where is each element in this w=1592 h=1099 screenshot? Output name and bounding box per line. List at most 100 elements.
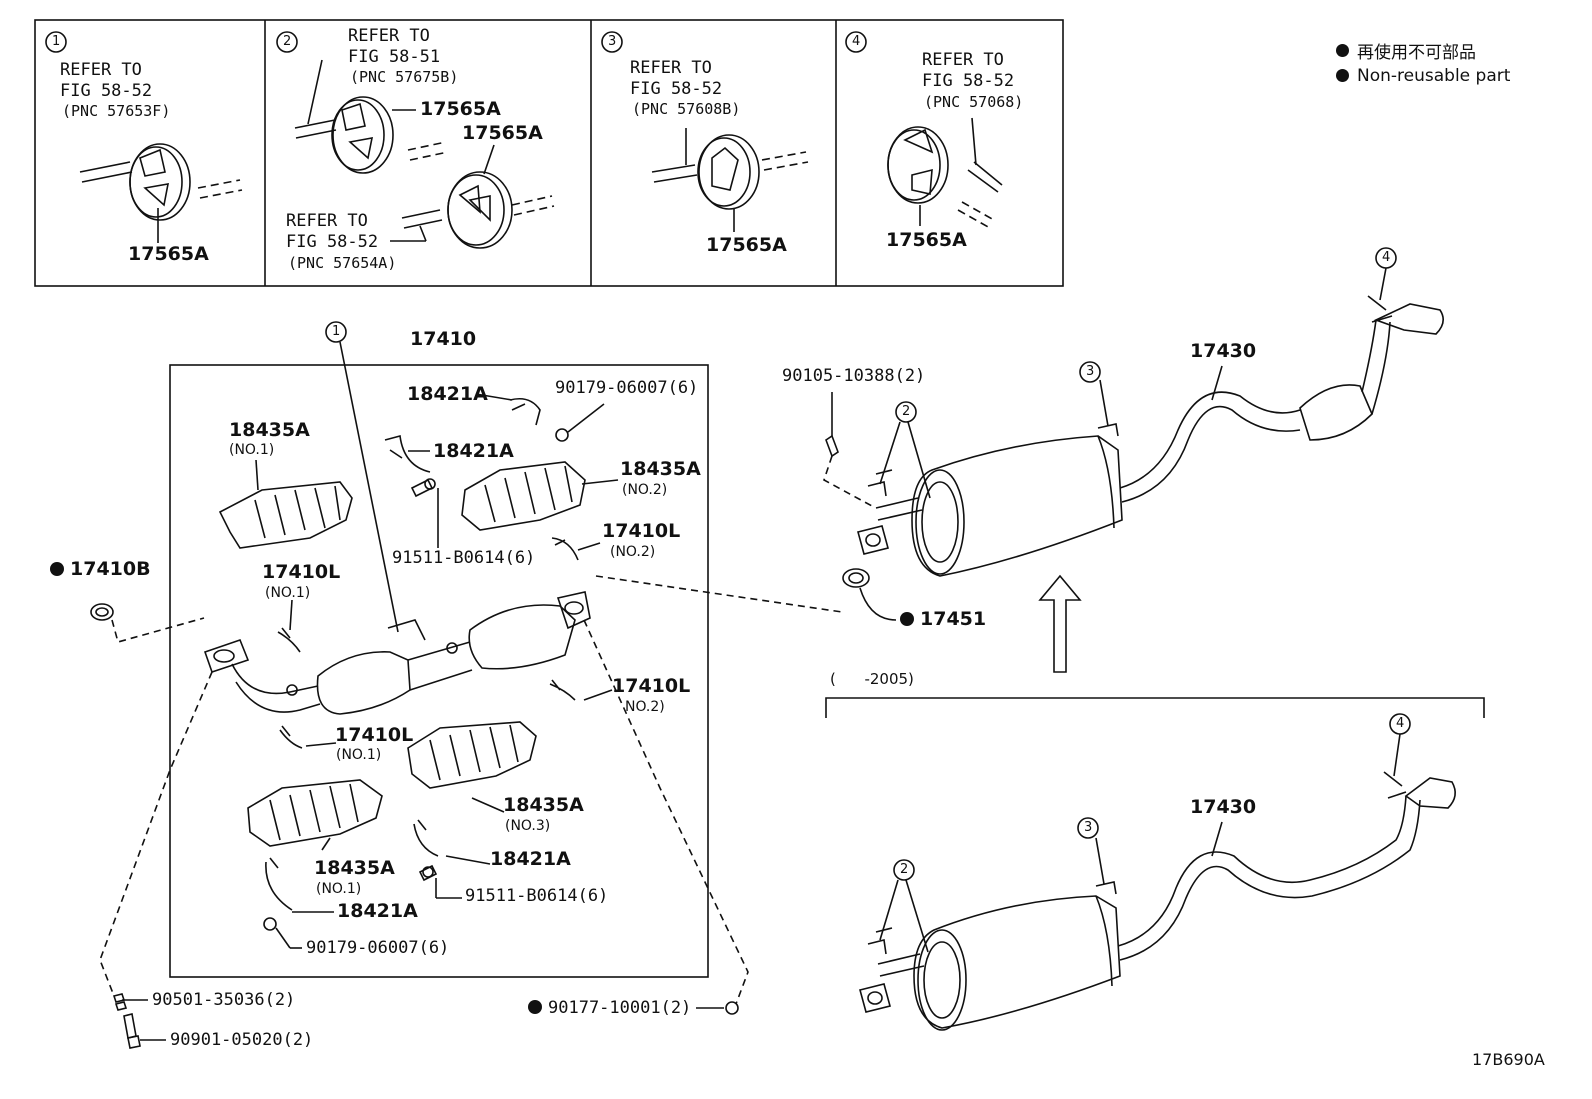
panel-3-pnc: (PNC 57608B): [632, 100, 741, 118]
panel-2-fig-b: FIG 58-52: [286, 232, 379, 252]
panel-2-number: 2: [283, 34, 292, 49]
heat-insulator-no2: [461, 461, 586, 531]
brackets-hardware: [263, 397, 579, 931]
part-18421A-c: 18421A: [490, 848, 571, 870]
legend-jp: 再使用不可部品: [1357, 43, 1476, 63]
part-17410L-no1-top: 17410L: [262, 561, 341, 583]
panel-1-refer: REFER TO: [60, 60, 142, 80]
figure-id: 17B690A: [1472, 1050, 1545, 1069]
rubber-hanger-1: [79, 143, 243, 243]
callout-4-bottom: 4: [1396, 716, 1405, 731]
part-18435A-no1-bot: 18435A: [314, 857, 395, 879]
part-18435A-no1-top-sub: (NO.1): [229, 442, 275, 458]
panel-3-number: 3: [608, 34, 617, 49]
non-reusable-dot-icon: [50, 562, 64, 576]
year-range-bracket: [825, 697, 1485, 718]
part-18435A-no1-bot-sub: (NO.1): [316, 881, 362, 897]
front-pipe-converter: [203, 591, 591, 715]
part-18421A-a: 18421A: [407, 383, 488, 405]
part-91511-a: 91511-B0614(6): [392, 548, 536, 568]
panel-4-pnc: (PNC 57068): [924, 93, 1024, 111]
part-18435A-no2-sub: (NO.2): [622, 482, 668, 498]
part-17451: 17451: [900, 610, 986, 629]
panel-3-refer: REFER TO: [630, 58, 712, 78]
leader-lines-left: [255, 393, 619, 949]
part-17430-top: 17430: [1190, 340, 1257, 362]
panel-1-part: 17565A: [128, 243, 209, 265]
part-17410L-no1-mid: 17410L: [335, 724, 414, 746]
legend: 再使用不可部品 Non-reusable part: [1336, 38, 1510, 88]
part-17410L-no1-mid-sub: (NO.1): [336, 747, 382, 763]
part-90177: 90177-10001(2): [528, 1000, 691, 1017]
callout-3-top: 3: [1086, 364, 1095, 379]
rubber-hanger-4: [887, 117, 1003, 229]
rubber-hanger-2: [294, 59, 555, 249]
non-reusable-dot-icon: [528, 1000, 542, 1014]
part-90177-label: 90177-10001(2): [548, 998, 692, 1018]
tail-pipe-muffler-bottom: [859, 713, 1456, 1031]
part-90179-a: 90179-06007(6): [555, 378, 699, 398]
heat-insulator-no1-bot: [247, 779, 383, 847]
legend-en: Non-reusable part: [1357, 65, 1511, 86]
part-17451-label: 17451: [920, 608, 987, 630]
tail-pipe-muffler-top: [825, 247, 1444, 577]
part-90501: 90501-35036(2): [152, 990, 296, 1010]
non-reusable-dot-icon: [1336, 69, 1349, 82]
part-17410L-no1-top-sub: (NO.1): [265, 585, 311, 601]
part-18435A-no1-top: 18435A: [229, 419, 310, 441]
panel-4-part: 17565A: [886, 229, 967, 251]
panel-1-fig: FIG 58-52: [60, 81, 153, 101]
part-17410B: 17410B: [50, 560, 151, 579]
part-17410L-no2-top-sub: (NO.2): [610, 544, 656, 560]
front-pipe-assy-box: [169, 364, 709, 978]
heat-insulator-no3: [407, 721, 537, 789]
panel-3-fig: FIG 58-52: [630, 79, 723, 99]
part-18435A-no3-sub: (NO.3): [505, 818, 551, 834]
part-90179-b: 90179-06007(6): [306, 938, 450, 958]
year-range: ( -2005): [830, 670, 914, 688]
panel-2-fig-a: FIG 58-51: [348, 47, 441, 67]
part-90105: 90105-10388(2): [782, 366, 926, 386]
part-18421A-d: 18421A: [337, 900, 418, 922]
part-18421A-b: 18421A: [433, 440, 514, 462]
panel-2-refer-b: REFER TO: [286, 211, 368, 231]
callout-4-top: 4: [1382, 250, 1391, 265]
callout-3-bottom: 3: [1084, 820, 1093, 835]
non-reusable-dot-icon: [1336, 44, 1349, 57]
nut-90177: [696, 1001, 739, 1015]
panel-3-part: 17565A: [706, 234, 787, 256]
callout-1: [325, 321, 399, 633]
bolt-spring: [112, 993, 166, 1049]
callout-2-bottom: 2: [900, 862, 909, 877]
panel-4-number: 4: [852, 34, 861, 49]
part-17410: 17410: [410, 328, 477, 350]
part-90901: 90901-05020(2): [170, 1030, 314, 1050]
panel-2-pnc-b: (PNC 57654A): [288, 254, 397, 272]
upgrade-arrow: [1038, 574, 1082, 673]
panel-2-refer-a: REFER TO: [348, 26, 430, 46]
part-17410B-label: 17410B: [70, 558, 151, 580]
part-17410L-no2-mid: 17410L: [612, 675, 691, 697]
panel-4-refer: REFER TO: [922, 50, 1004, 70]
panel-2-part-b: 17565A: [462, 122, 543, 144]
rubber-hanger-3: [651, 128, 809, 232]
non-reusable-dot-icon: [900, 612, 914, 626]
callout-1-number: 1: [332, 324, 341, 339]
callout-2-top: 2: [902, 404, 911, 419]
panel-2-part-a: 17565A: [420, 98, 501, 120]
part-17410L-no2-top: 17410L: [602, 520, 681, 542]
part-17430-bottom: 17430: [1190, 796, 1257, 818]
dashed-connections: [99, 455, 873, 1005]
gasket-17410b: [90, 603, 114, 621]
heat-insulator-no1-top: [218, 481, 353, 549]
part-18435A-no2: 18435A: [620, 458, 701, 480]
gasket-17451: [842, 568, 897, 621]
hanger-panels-frame: [34, 19, 1064, 287]
panel-2-pnc-a: (PNC 57675B): [350, 68, 459, 86]
part-18435A-no3: 18435A: [503, 794, 584, 816]
part-17410L-no2-mid-sub: NO.2): [625, 699, 665, 715]
panel-1-number: 1: [52, 34, 61, 49]
panel-1-pnc: (PNC 57653F): [62, 102, 171, 120]
part-91511-b: 91511-B0614(6): [465, 886, 609, 906]
